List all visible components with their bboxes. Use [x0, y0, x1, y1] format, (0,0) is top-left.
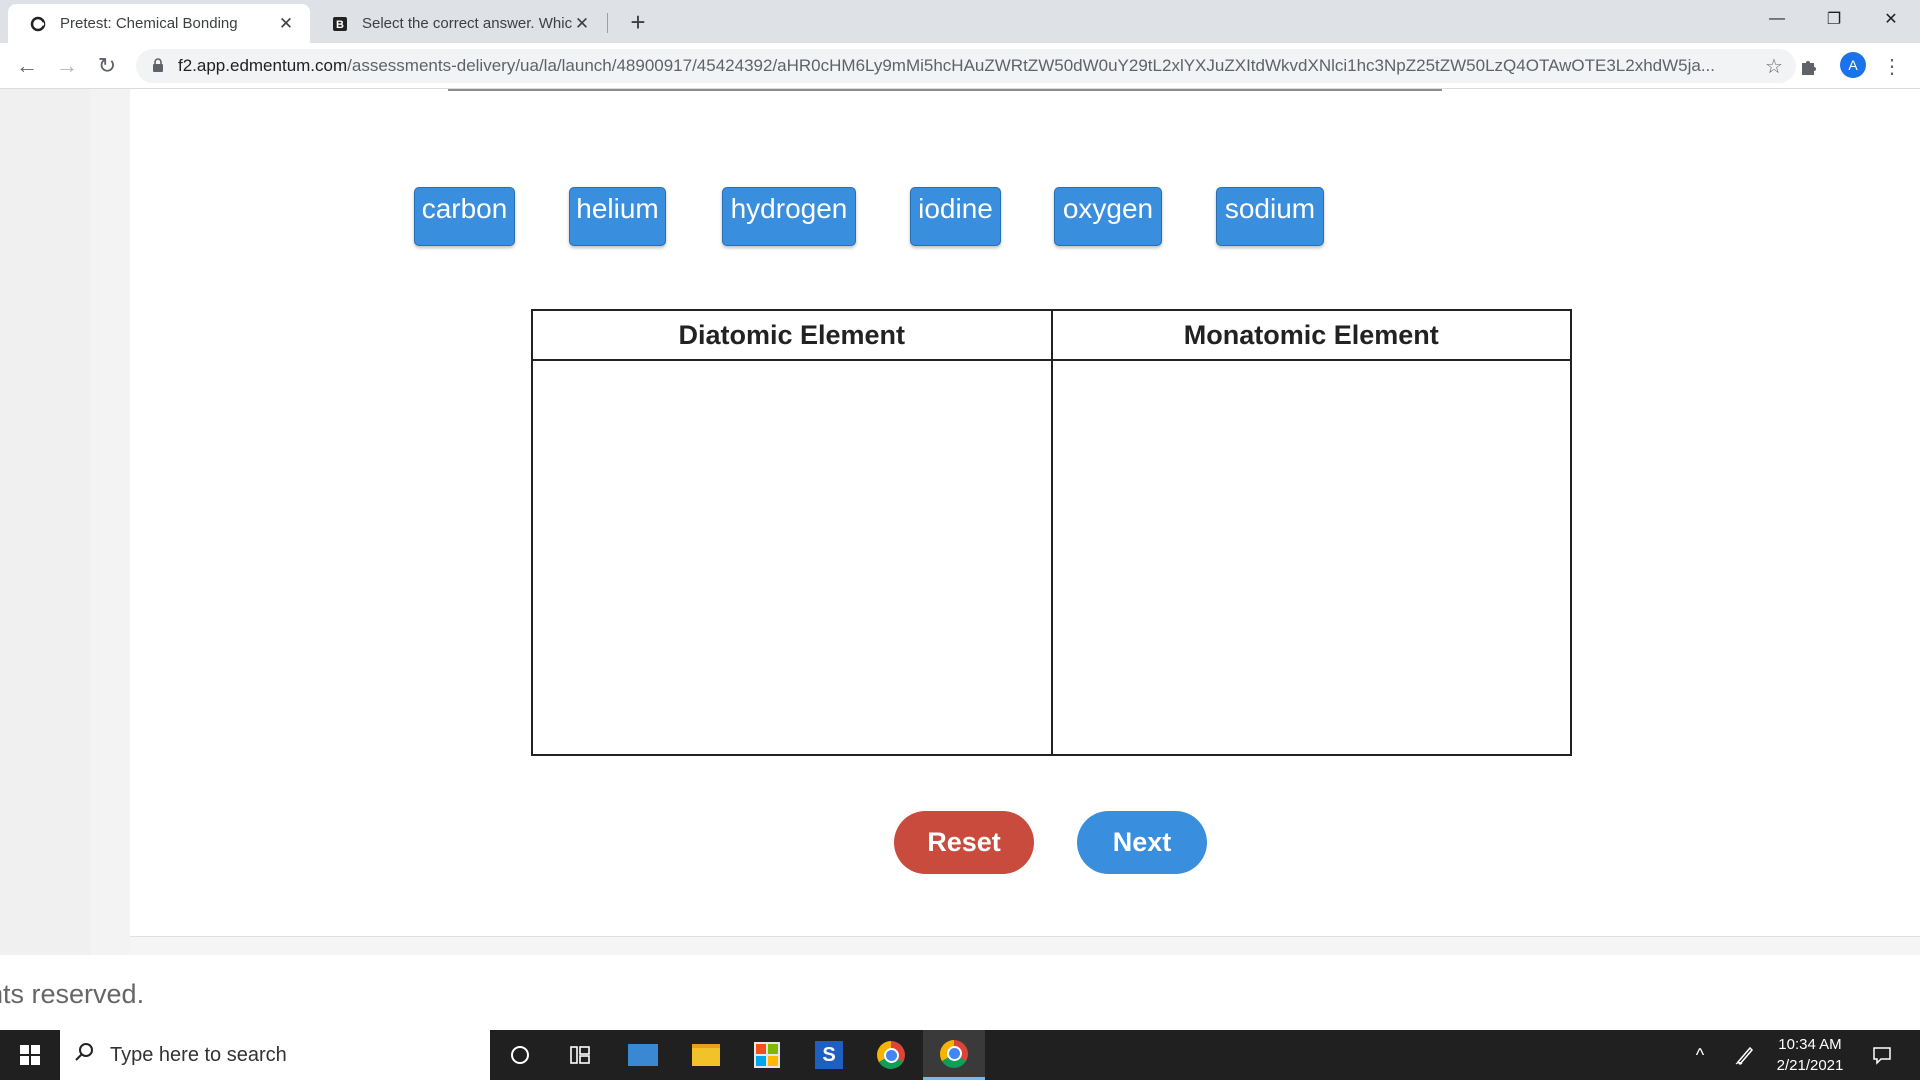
copyright-text: hts reserved. — [0, 979, 145, 1009]
minimize-button[interactable]: — — [1769, 10, 1785, 27]
tab-pretest[interactable]: Pretest: Chemical Bonding ✕ — [8, 4, 310, 43]
brainly-icon: B — [332, 16, 348, 32]
search-icon — [74, 1042, 104, 1068]
next-button[interactable]: Next — [1077, 811, 1207, 874]
chip-oxygen[interactable]: oxygen — [1054, 187, 1162, 246]
chrome-icon[interactable] — [861, 1030, 921, 1080]
chip-helium[interactable]: helium — [569, 187, 666, 246]
sorting-table: Diatomic Element Monatomic Element — [531, 309, 1572, 756]
search-placeholder: Type here to search — [110, 1043, 287, 1066]
reload-icon[interactable]: ↻ — [97, 53, 117, 78]
page-footer: hts reserved. — [0, 955, 1920, 1030]
forward-arrow-icon[interactable]: → — [56, 53, 78, 78]
window-close-button[interactable]: ✕ — [1884, 11, 1898, 28]
bookmark-star-icon[interactable]: ☆ — [1765, 55, 1783, 78]
windows-logo-icon — [20, 1045, 40, 1065]
clock-date: 2/21/2021 — [1776, 1057, 1844, 1074]
tab-separator — [607, 13, 608, 33]
column-header-diatomic: Diatomic Element — [678, 319, 906, 350]
task-view-icon[interactable] — [550, 1030, 610, 1080]
edmentum-icon — [30, 16, 46, 32]
browser-toolbar: ← → ↻ f2.app.edmentum.com/assessments-de… — [0, 43, 1920, 89]
notifications-icon[interactable] — [1862, 1040, 1902, 1070]
browser-menu-icon[interactable]: ⋮ — [1882, 55, 1902, 78]
chip-carbon[interactable]: carbon — [414, 187, 515, 246]
question-card: carbon helium hydrogen iodine oxygen sod… — [130, 89, 1920, 937]
sorting-table-header: Diatomic Element Monatomic Element — [533, 311, 1570, 361]
pen-icon[interactable] — [1729, 1030, 1761, 1080]
maximize-button[interactable]: ❐ — [1826, 11, 1842, 28]
chip-iodine[interactable]: iodine — [910, 187, 1001, 246]
store-icon[interactable] — [737, 1030, 797, 1080]
extensions-puzzle-icon[interactable] — [1796, 54, 1822, 80]
new-tab-button[interactable]: + — [630, 6, 646, 37]
column-header-monatomic: Monatomic Element — [1050, 311, 1571, 359]
chrome-active-icon[interactable] — [923, 1030, 985, 1080]
profile-avatar[interactable]: A — [1840, 52, 1866, 78]
left-gutter — [0, 89, 90, 955]
close-tab-icon[interactable]: ✕ — [574, 13, 590, 33]
left-strip — [90, 89, 130, 955]
sorting-table-body — [533, 361, 1570, 754]
divider — [448, 89, 1442, 91]
page-content: carbon helium hydrogen iodine oxygen sod… — [0, 89, 1920, 955]
chip-hydrogen[interactable]: hydrogen — [722, 187, 856, 246]
start-button[interactable] — [0, 1030, 60, 1080]
clock-time: 10:34 AM — [1778, 1036, 1842, 1053]
drop-zone-monatomic[interactable] — [1050, 361, 1571, 754]
tab-title: Select the correct answer. Which — [362, 15, 572, 32]
close-tab-icon[interactable]: ✕ — [278, 13, 294, 33]
taskbar-search[interactable]: Type here to search — [60, 1030, 490, 1080]
tab-brainly[interactable]: B Select the correct answer. Which ✕ — [310, 4, 606, 43]
back-arrow-icon[interactable]: ← — [16, 53, 38, 78]
svg-text:B: B — [336, 19, 344, 31]
tab-title: Pretest: Chemical Bonding — [60, 15, 238, 32]
drop-zone-diatomic[interactable] — [533, 361, 1051, 754]
taskbar-clock[interactable]: 10:34 AM 2/21/2021 — [1760, 1034, 1860, 1078]
browser-tab-bar: Pretest: Chemical Bonding ✕ B Select the… — [0, 0, 1920, 43]
url-text: f2.app.edmentum.com/assessments-delivery… — [178, 56, 1716, 75]
chip-sodium[interactable]: sodium — [1216, 187, 1324, 246]
mail-icon[interactable] — [613, 1030, 673, 1080]
reset-button[interactable]: Reset — [894, 811, 1034, 874]
cortana-icon[interactable] — [490, 1030, 550, 1080]
lock-icon — [152, 57, 166, 75]
tray-chevron-icon[interactable]: ^ — [1695, 1044, 1705, 1065]
file-explorer-icon[interactable] — [676, 1030, 736, 1080]
address-bar[interactable]: f2.app.edmentum.com/assessments-delivery… — [136, 49, 1796, 83]
windows-taskbar: Type here to search S ^ 10:34 AM 2/21/20… — [0, 1030, 1920, 1080]
s-app-icon[interactable]: S — [799, 1030, 859, 1080]
